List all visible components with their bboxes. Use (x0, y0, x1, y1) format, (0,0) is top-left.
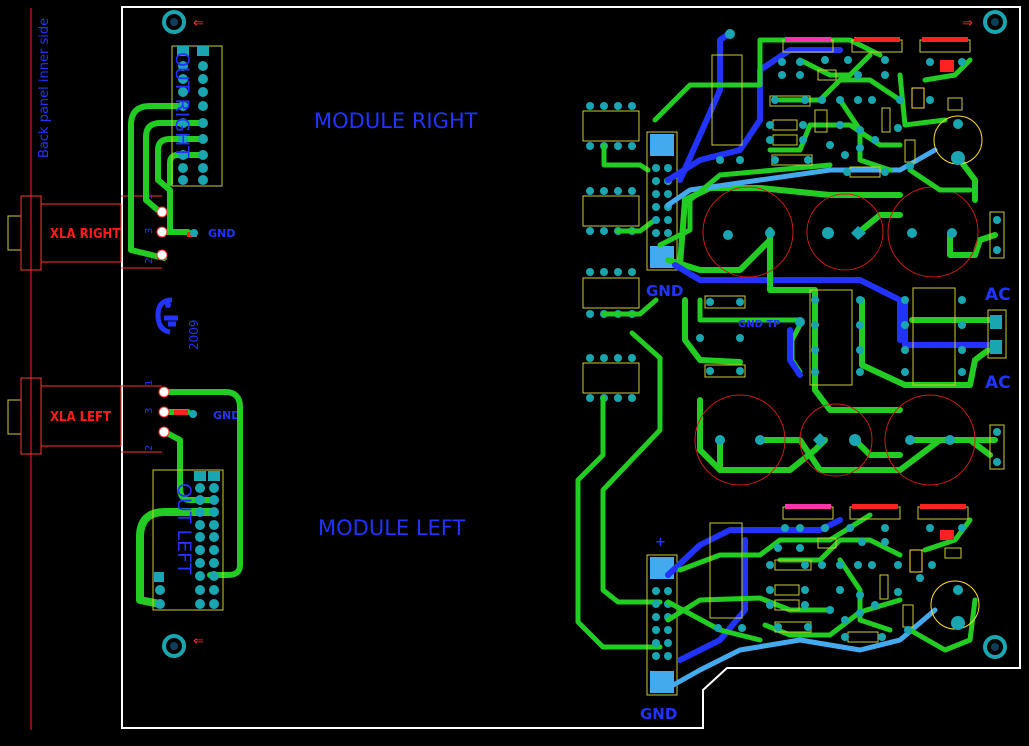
xlr-right-connector: XLA RIGHT (7, 195, 162, 271)
gnd-label-xlr-right: GND (208, 227, 235, 240)
mounting-holes (162, 10, 1007, 659)
xla-right-label: XLA RIGHT (50, 227, 120, 242)
jumper-left (174, 410, 188, 415)
arrow-top-right: ⇒ (962, 16, 973, 31)
pin-number-3-left: 3 (144, 408, 155, 414)
pin-number-3-right: 3 (144, 228, 155, 234)
xlr-left-connector: XLA LEFT (7, 377, 162, 455)
gnd-tp-label: GND TP (738, 319, 781, 330)
interconnect-tracks (575, 143, 663, 650)
pin-number-1-left: 1 (144, 380, 155, 386)
module-left-header (646, 554, 678, 696)
module-left-circuit (665, 512, 978, 691)
ac-connectors (987, 211, 1007, 470)
module-right-pads (716, 29, 966, 176)
module-right-label: MODULE RIGHT (314, 109, 478, 133)
out-right-label: OUT RIGHT (171, 52, 193, 158)
xla-left-label: XLA LEFT (50, 410, 111, 425)
pin-number-1-right: 1 (144, 194, 155, 200)
plus-marker: + (655, 535, 666, 550)
out-left-header-pins (154, 471, 220, 609)
xlr-left-pads (158, 386, 197, 438)
gnd-label-module-right: GND (646, 282, 683, 300)
module-left-header-pins (650, 557, 674, 693)
gnd-label-module-left: GND (640, 705, 677, 723)
logo (155, 297, 178, 335)
arrow-top-left: ⇐ (193, 16, 204, 31)
gnd-label-xlr-left: GND (213, 409, 240, 422)
out-right-header-pins (177, 46, 209, 185)
back-panel-label: Back panel inner side (37, 18, 52, 158)
arrow-bottom-left: ⇐ (193, 634, 204, 649)
out-left-header (152, 469, 224, 611)
module-left-label: MODULE LEFT (318, 516, 466, 540)
module-right-circuit (652, 30, 978, 248)
module-right-parts (711, 37, 983, 178)
board-outline (121, 6, 1021, 729)
pin-number-2-right: 2 (144, 258, 155, 264)
pin-number-2-left: 2 (144, 445, 155, 451)
out-left-label: OUT LEFT (173, 483, 195, 575)
filter-capacitors (694, 186, 979, 486)
year-label: 2009 (187, 319, 201, 350)
ac-label-bottom: AC (985, 373, 1011, 393)
ac-label-top: AC (985, 285, 1011, 305)
module-left-pads (714, 524, 966, 641)
xlr-right-pads (156, 206, 198, 261)
rectifier-parts (696, 287, 966, 386)
ic-sockets (582, 102, 640, 402)
